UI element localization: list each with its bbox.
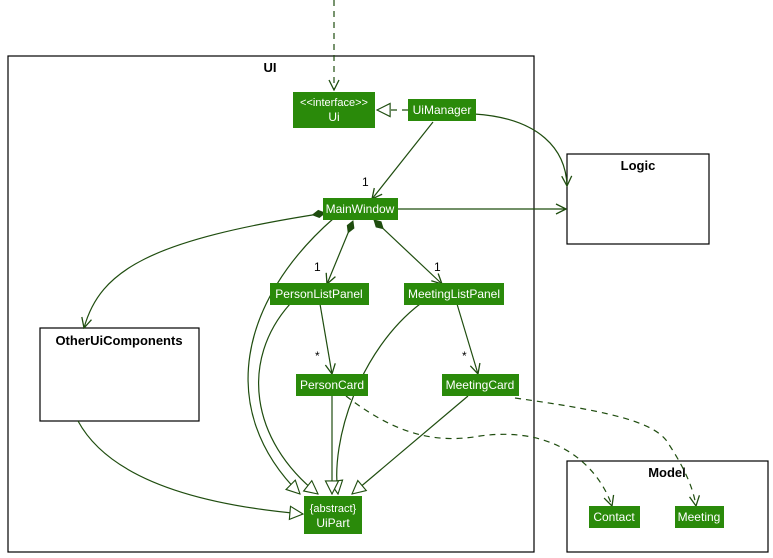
class-ui-name: Ui xyxy=(328,110,339,124)
class-meetinglistpanel[interactable]: MeetingListPanel xyxy=(404,283,504,305)
edge-mainwindow-to-meetinglistpanel xyxy=(374,220,442,284)
class-uipart-name: UiPart xyxy=(316,516,350,530)
class-ui-stereotype: <<interface>> xyxy=(300,97,368,109)
class-personcard[interactable]: PersonCard xyxy=(296,374,368,396)
edge-personcard-to-contact xyxy=(345,395,612,506)
other-ui-components-package: OtherUiComponents xyxy=(39,327,200,422)
class-meetingcard-name: MeetingCard xyxy=(446,378,515,392)
model-package-title: Model xyxy=(648,465,686,480)
multiplicities: 1 1 1 * * xyxy=(314,175,467,363)
edge-meetingcard-to-meeting xyxy=(514,397,696,506)
edge-meetingcard-inherits-uipart xyxy=(352,395,469,494)
class-contact[interactable]: Contact xyxy=(589,506,640,528)
class-contact-name: Contact xyxy=(593,510,635,524)
edge-mainwindow-to-personlistpanel xyxy=(327,221,353,284)
edges xyxy=(77,0,696,514)
edge-otheruicomponents-inherits-uipart xyxy=(77,420,303,514)
class-ui[interactable]: <<interface>> Ui xyxy=(293,92,375,128)
multiplicity-meetinglistpanel: 1 xyxy=(434,260,441,274)
edge-mainwindow-to-otheruicomponents xyxy=(84,213,325,328)
edge-uimanager-to-logic xyxy=(473,113,567,186)
class-meeting[interactable]: Meeting xyxy=(675,506,724,528)
multiplicity-meetingcard: * xyxy=(462,349,467,363)
edge-personlistpanel-to-personcard xyxy=(319,303,332,374)
class-personcard-name: PersonCard xyxy=(300,378,364,392)
multiplicity-personlistpanel: 1 xyxy=(314,260,321,274)
logic-package: Logic xyxy=(566,153,710,245)
logic-package-title: Logic xyxy=(621,158,656,173)
multiplicity-mainwindow: 1 xyxy=(362,175,369,189)
edge-personlistpanel-inherits-uipart xyxy=(258,303,318,494)
class-uipart-stereotype: {abstract} xyxy=(310,503,357,515)
class-mainwindow[interactable]: MainWindow xyxy=(323,198,398,220)
edge-uimanager-to-mainwindow xyxy=(372,121,434,199)
class-mainwindow-name: MainWindow xyxy=(326,202,395,216)
class-meetinglistpanel-name: MeetingListPanel xyxy=(408,287,500,301)
class-personlistpanel[interactable]: PersonListPanel xyxy=(270,283,369,305)
class-uipart[interactable]: {abstract} UiPart xyxy=(304,496,362,534)
other-ui-components-title: OtherUiComponents xyxy=(55,333,182,348)
ui-package-title: UI xyxy=(264,60,277,75)
multiplicity-personcard: * xyxy=(315,349,320,363)
model-package: Model xyxy=(566,460,769,553)
class-uimanager[interactable]: UiManager xyxy=(408,99,476,121)
edge-mainwindow-inherits-uipart xyxy=(247,217,335,494)
class-meetingcard[interactable]: MeetingCard xyxy=(442,374,519,396)
class-personlistpanel-name: PersonListPanel xyxy=(275,287,362,301)
class-meeting-name: Meeting xyxy=(678,510,721,524)
edge-meetinglistpanel-to-meetingcard xyxy=(456,303,478,374)
class-uimanager-name: UiManager xyxy=(413,103,472,117)
